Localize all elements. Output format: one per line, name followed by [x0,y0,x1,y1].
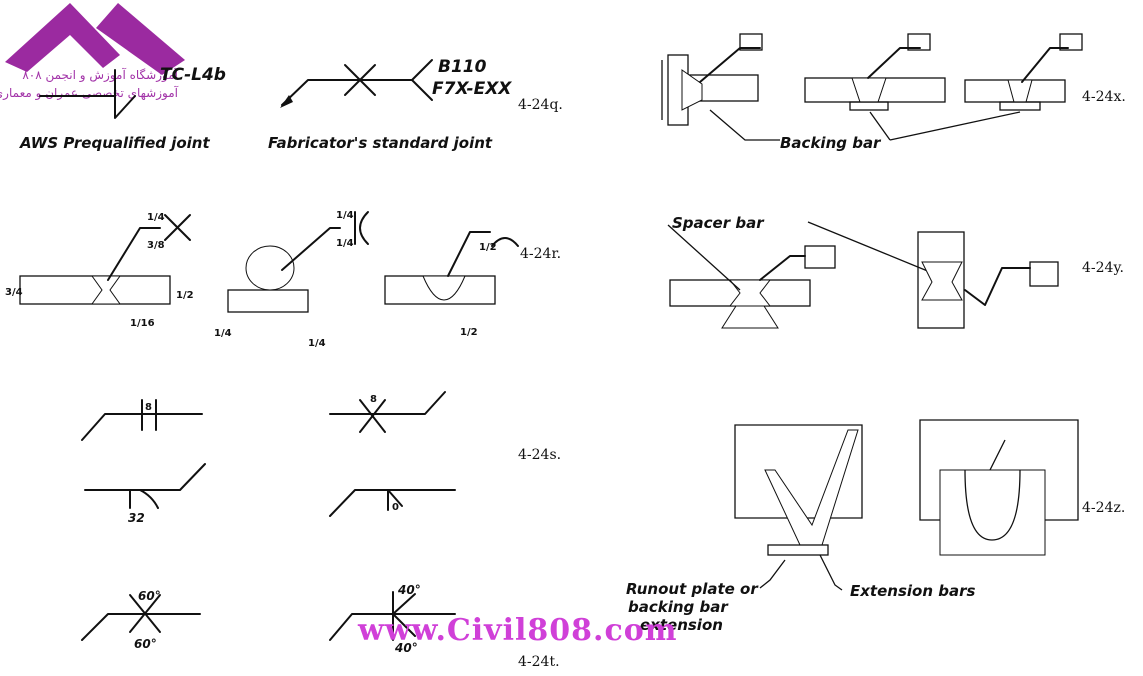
figure-4-24t: 60° 60° 40° 40° 4-24t. [81,583,560,670]
val-c: 32 [128,511,145,525]
figure-4-24r: 1/4 3/8 3/4 1/16 1/2 1/4 1/4 1/4 1/4 1/2… [5,210,561,349]
melt-through-symbol [359,211,369,245]
figure-label-r: 4-24r. [520,246,561,262]
prequalified-symbol [114,69,136,119]
weld-2 [245,245,295,291]
label-runout-2: backing bar [628,598,729,616]
dim-e: 1/4 [308,338,326,349]
frac-1: 1/4 [147,212,165,223]
figure-label-q: 4-24q. [518,97,563,113]
logo-line-1: آموزشگاه آموزش و انجمن ۸۰۸ [22,67,178,83]
figure-label-z: 4-24z. [1082,500,1125,516]
label-extension-bars: Extension bars [850,582,975,600]
figure-label-s: 4-24s. [518,447,561,463]
val-a: 8 [145,402,152,413]
label-spacer-bar: Spacer bar [672,214,765,232]
label-runout-1: Runout plate or [626,580,759,598]
weld-x3 [1007,79,1033,103]
angle-1: 60° [138,589,161,603]
tail-symbol [411,59,433,101]
logo-line-2: آموزشهای تخصصی عمران و معماری [0,85,179,101]
figure-label-y: 4-24y. [1082,260,1124,276]
frac-4: 1/4 [336,238,354,249]
figure-4-24q: TC-L4b AWS Prequalified joint B110 F7X-E… [19,57,563,152]
figure-4-24s: 8 8 32 0 4-24s. [81,391,561,525]
weld-z [764,429,859,546]
angle-3: 40° [397,583,421,597]
weld-y2 [921,261,963,301]
dim-d: 1/4 [214,328,232,339]
dim-c: 1/2 [176,290,194,301]
weld-y1 [728,279,772,307]
figure-4-24y: Spacer bar 4-24y. [667,214,1124,329]
caption-prequalified: AWS Prequalified joint [19,134,210,152]
figure-label-x: 4-24x. [1082,89,1126,105]
figure-4-24x: Backing bar 4-24x. [661,33,1126,152]
code-right-1: B110 [438,57,487,77]
fabricator-reference-line [281,79,413,106]
extension-bar-groove [964,469,1021,541]
angle-4: 40° [394,641,418,655]
arrowhead [280,95,293,108]
weld-x1 [681,69,703,111]
dim-a: 3/4 [5,287,23,298]
logo-mark-left [5,3,120,72]
caption-fabricator: Fabricator's standard joint [268,134,493,152]
plate-2 [227,289,309,313]
weld-x2 [851,77,887,103]
figure-4-24z: Runout plate or backing bar extension Ex… [626,419,1125,634]
frac-3: 1/4 [336,210,354,221]
label-backing-bar: Backing bar [780,134,882,152]
dim-f: 1/2 [460,327,478,338]
watermark: www.Civil808.com [357,613,678,648]
frac-2: 3/8 [147,240,165,251]
figure-label-t: 4-24t. [518,654,560,670]
weld-3 [422,275,466,301]
dim-b: 1/16 [130,318,155,329]
logo-mark-right [96,3,185,75]
val-b: 8 [370,394,377,405]
frac-5: 1/2 [479,242,497,253]
logo: آموزشگاه آموزش و انجمن ۸۰۸ آموزشهای تخصص… [0,3,185,101]
code-right-2: F7X-EXX [432,79,512,99]
weld-1 [91,275,121,305]
label-runout-3: extension [640,616,723,634]
val-d: 0 [392,502,399,513]
code-left: TC-L4b [160,65,226,85]
angle-2: 60° [134,637,157,651]
